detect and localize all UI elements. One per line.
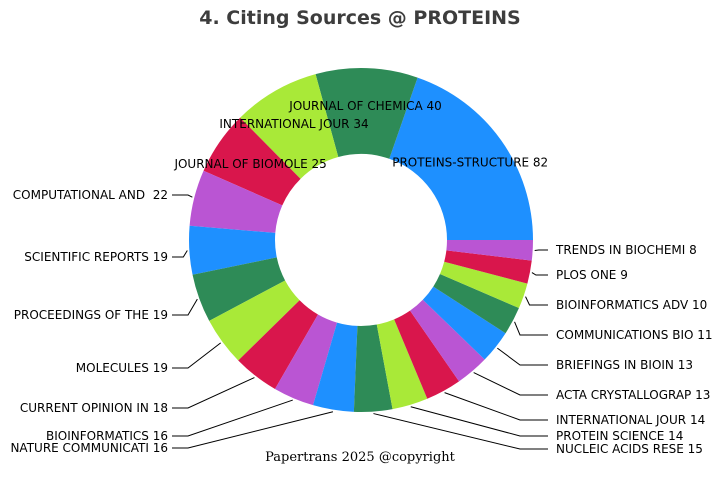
leader-line bbox=[514, 321, 548, 336]
slice-label: JOURNAL OF CHEMICA 40 bbox=[288, 99, 442, 113]
slice-label: ACTA CRYSTALLOGRAP 13 bbox=[556, 388, 710, 402]
pie-slice-17 bbox=[439, 261, 528, 309]
slice-label: CURRENT OPINION IN 18 bbox=[20, 401, 168, 415]
leader-line bbox=[531, 272, 548, 276]
slice-label: PROTEINS-STRUCTURE 82 bbox=[392, 155, 548, 169]
leader-line bbox=[525, 296, 548, 306]
pie-slice-7 bbox=[209, 280, 300, 361]
leader-line bbox=[172, 399, 293, 437]
leader-line bbox=[410, 406, 548, 437]
pie-slice-16 bbox=[433, 274, 519, 334]
slice-label: INTERNATIONAL JOUR 14 bbox=[556, 413, 705, 427]
slice-label: BRIEFINGS IN BIOIN 13 bbox=[556, 358, 693, 372]
pie-slice-8 bbox=[238, 300, 318, 389]
pie-slice-0 bbox=[389, 77, 533, 240]
pie-slice-5 bbox=[189, 225, 277, 275]
pie-slice-2 bbox=[240, 74, 339, 179]
leader-line bbox=[444, 392, 548, 421]
slice-label: PROTEIN SCIENCE 14 bbox=[556, 429, 683, 443]
pie-slice-10 bbox=[313, 322, 358, 412]
slice-label: JOURNAL OF BIOMOLE 25 bbox=[173, 157, 326, 171]
leader-line bbox=[172, 411, 334, 449]
leader-line bbox=[172, 298, 198, 316]
pie-slice-15 bbox=[422, 286, 506, 360]
pie-slice-13 bbox=[394, 310, 460, 399]
leader-line bbox=[373, 413, 548, 450]
pie-slice-1 bbox=[315, 68, 418, 159]
slice-label: TRENDS IN BIOCHEMI 8 bbox=[555, 243, 697, 257]
pie-slice-19 bbox=[446, 240, 533, 261]
leader-line bbox=[172, 250, 188, 258]
slice-label: INTERNATIONAL JOUR 34 bbox=[219, 117, 368, 131]
pie-slice-18 bbox=[444, 250, 532, 284]
slice-label: BIOINFORMATICS 16 bbox=[46, 429, 168, 443]
pie-slice-6 bbox=[192, 257, 286, 321]
slice-label: PROCEEDINGS OF THE 19 bbox=[14, 308, 168, 322]
pie-slice-3 bbox=[203, 117, 301, 206]
pie-slice-14 bbox=[410, 299, 485, 382]
slice-label: MOLECULES 19 bbox=[76, 361, 168, 375]
leader-line bbox=[172, 342, 221, 369]
slice-label: NATURE COMMUNICATI 16 bbox=[10, 441, 168, 455]
leader-line bbox=[497, 347, 548, 366]
slice-label: NUCLEIC ACIDS RESE 15 bbox=[556, 442, 703, 456]
leader-line bbox=[473, 372, 548, 396]
slice-label: SCIENTIFIC REPORTS 19 bbox=[24, 250, 168, 264]
pie-slice-11 bbox=[353, 324, 393, 413]
leader-line bbox=[172, 194, 193, 198]
slice-label: BIOINFORMATICS ADV 10 bbox=[556, 298, 707, 312]
slice-label: PLOS ONE 9 bbox=[556, 268, 628, 282]
pie-slice-4 bbox=[189, 170, 283, 233]
chart-title: 4. Citing Sources @ PROTEINS bbox=[199, 7, 521, 29]
copyright-footer: Papertrans 2025 @copyright bbox=[265, 450, 455, 465]
leader-line bbox=[172, 377, 255, 409]
pie-slice-12 bbox=[376, 319, 428, 410]
slice-label: COMPUTATIONAL AND 22 bbox=[13, 188, 168, 202]
pie-slice-9 bbox=[275, 314, 338, 406]
slice-label: COMMUNICATIONS BIO 11 bbox=[556, 328, 713, 342]
